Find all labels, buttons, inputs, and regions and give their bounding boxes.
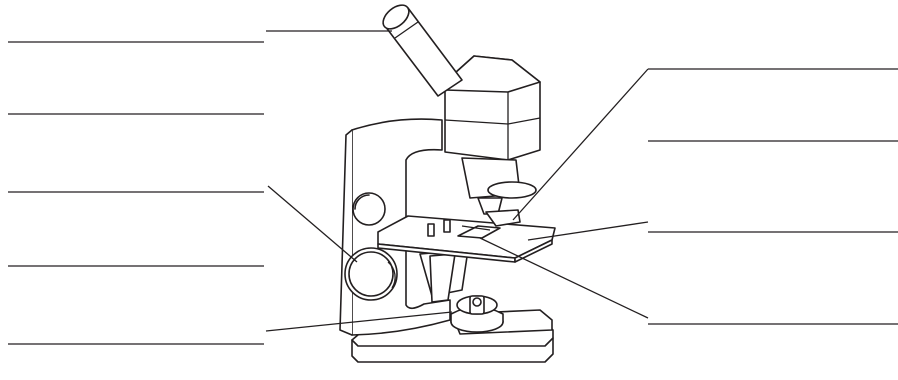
stage	[377, 215, 556, 263]
label-lines-right	[648, 68, 898, 325]
leader-stage	[527, 221, 649, 241]
leader-lines	[265, 30, 649, 332]
eyepiece	[382, 4, 463, 97]
leader-objective	[512, 68, 649, 221]
mirror	[450, 295, 504, 333]
body-tube	[444, 55, 541, 161]
coarse-focus-knob	[344, 247, 398, 301]
leader-slide	[479, 237, 649, 319]
fine-focus-knob	[352, 192, 386, 226]
label-lines-left	[8, 41, 264, 345]
leader-coarse-knob	[267, 185, 358, 263]
leader-mirror	[265, 311, 453, 332]
objective-lens	[461, 157, 537, 227]
stage-support	[419, 249, 469, 303]
microscope	[339, 4, 556, 363]
